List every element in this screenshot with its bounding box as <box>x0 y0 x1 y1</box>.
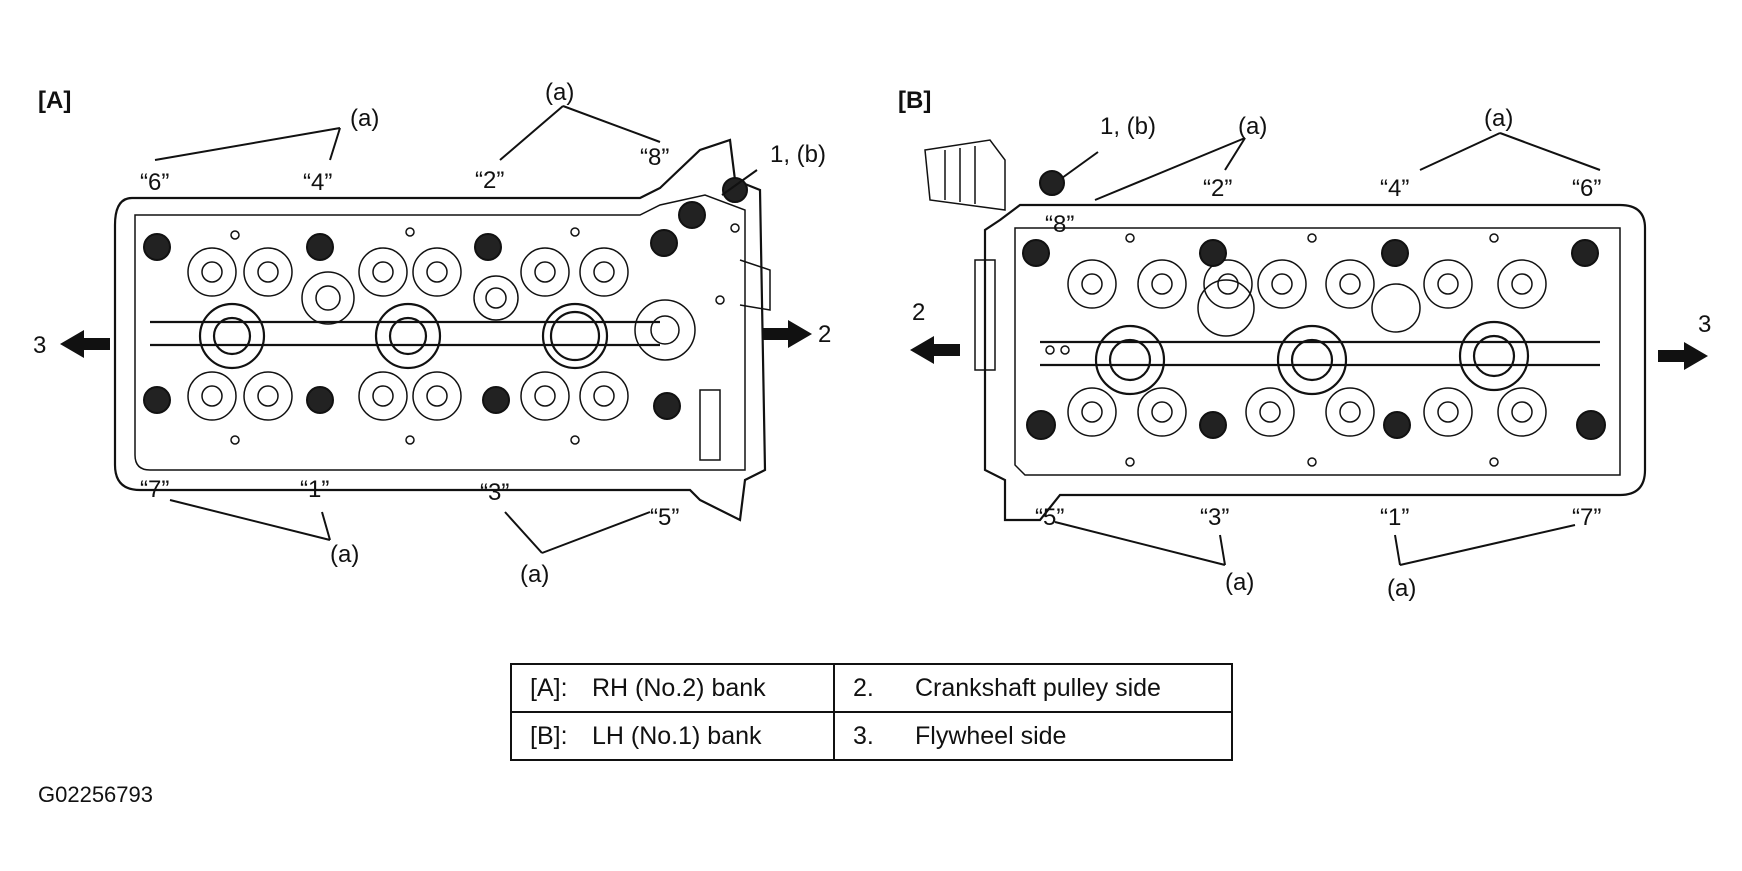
panel-b-bolt-label-7: “7” <box>1572 504 1601 531</box>
panel-b-bolt-label-6: “6” <box>1572 175 1601 202</box>
legend-value-cell: 3. Flywheel side <box>833 711 1233 761</box>
panel-b-bolt-label-1: “1” <box>1380 504 1409 531</box>
legend-key-code: [B]: <box>530 721 568 750</box>
legend-key-cell: [A]: RH (No.2) bank <box>510 663 835 713</box>
panel-b-cylinder-head <box>924 139 1647 522</box>
panel-a-bolt-label-2: “2” <box>475 167 504 194</box>
figure-id: G02256793 <box>38 782 153 807</box>
panel-a-tag: [A] <box>38 87 71 114</box>
panel-b-tag: [B] <box>898 87 931 114</box>
bolt-a-5 <box>653 392 681 420</box>
panel-b-arrow-right <box>1658 342 1708 370</box>
legend-row: [A]: RH (No.2) bank 2. Crankshaft pulley s… <box>510 663 1233 713</box>
panel-a-leader-lines <box>154 105 758 554</box>
bolt-b-1 <box>1383 411 1411 439</box>
bolt-b-4 <box>1381 239 1409 267</box>
bolt-a-7 <box>143 386 171 414</box>
bolt-a-first <box>678 201 706 229</box>
legend-value-cell: 2. Crankshaft pulley side <box>833 663 1233 713</box>
panel-a-callout-a-bottom-mid: (a) <box>520 561 549 588</box>
legend-key-text: RH (No.2) bank <box>592 673 766 702</box>
panel-b-bolt-label-5: “5” <box>1035 504 1064 531</box>
legend-key-text: LH (No.1) bank <box>592 721 762 750</box>
legend-key-code: [A]: <box>530 673 568 702</box>
panel-a-bolt-label-7: “7” <box>140 476 169 503</box>
panel-a-bolt-label-6: “6” <box>140 169 169 196</box>
panel-b-arrow-right-label: 3 <box>1698 311 1711 338</box>
bolt-a-2 <box>474 233 502 261</box>
panel-a-callout-a-top-mid: (a) <box>545 79 574 106</box>
bolt-a-1 <box>306 386 334 414</box>
panel-b-bolt-label-2: “2” <box>1203 175 1232 202</box>
legend-num: 3. <box>853 721 874 750</box>
panel-a: [A] <box>33 79 831 588</box>
panel-a-bolt-label-1: “1” <box>300 476 329 503</box>
bolt-b-2 <box>1199 239 1227 267</box>
panel-a-bolt-label-3: “3” <box>480 479 509 506</box>
legend-table: [A]: RH (No.2) bank 2. Crankshaft pulley s… <box>510 663 1233 761</box>
panel-b-callout-a-top-right: (a) <box>1484 105 1513 132</box>
bolt-a-8 <box>650 229 678 257</box>
bolt-a-3 <box>482 386 510 414</box>
panel-a-head-bolts <box>143 177 748 420</box>
panel-b-head-bolts <box>1022 170 1606 440</box>
panel-b-callout-a-bottom-left: (a) <box>1225 569 1254 596</box>
bolt-b-5 <box>1026 410 1056 440</box>
panel-b-arrow-left <box>910 336 960 364</box>
panel-b-callout-a-top-left: (a) <box>1238 113 1267 140</box>
bolt-b-first <box>1039 170 1065 196</box>
legend-row: [B]: LH (No.1) bank 3. Flywheel side <box>510 711 1233 761</box>
bolt-b-6 <box>1571 239 1599 267</box>
panel-b-leader-lines <box>1054 132 1601 566</box>
panel-b-bolt-label-8: “8” <box>1045 211 1074 238</box>
panel-a-callout-a-bottom-left: (a) <box>330 541 359 568</box>
legend-desc: Flywheel side <box>915 721 1067 750</box>
panel-b-bolt-label-3: “3” <box>1200 504 1229 531</box>
panel-a-callout-first-bolt: 1, (b) <box>770 141 826 168</box>
panel-a-cylinder-head <box>113 138 771 522</box>
panel-a-arrow-right-label: 2 <box>818 321 831 348</box>
panel-b-callout-a-bottom-right: (a) <box>1387 575 1416 602</box>
bolt-a-first-b <box>722 177 748 203</box>
panel-b-callout-first-bolt: 1, (b) <box>1100 113 1156 140</box>
bolt-b-7 <box>1576 410 1606 440</box>
bolt-a-4 <box>306 233 334 261</box>
panel-a-arrow-left <box>60 330 110 358</box>
panel-a-arrow-left-label: 3 <box>33 332 46 359</box>
legend-key-cell: [B]: LH (No.1) bank <box>510 711 835 761</box>
legend-desc: Crankshaft pulley side <box>915 673 1161 702</box>
panel-a-arrow-right <box>762 320 812 348</box>
bolt-a-6 <box>143 233 171 261</box>
legend-num: 2. <box>853 673 874 702</box>
panel-b-arrow-left-label: 2 <box>912 299 925 326</box>
panel-a-bolt-label-5: “5” <box>650 504 679 531</box>
panel-b-bolt-label-4: “4” <box>1380 175 1409 202</box>
panel-a-bolt-label-8: “8” <box>640 144 669 171</box>
bolt-b-8 <box>1022 239 1050 267</box>
panel-b: [B] <box>898 87 1711 602</box>
bolt-b-3 <box>1199 411 1227 439</box>
panel-a-callout-a-top-left: (a) <box>350 105 379 132</box>
panel-a-bolt-label-4: “4” <box>303 169 332 196</box>
